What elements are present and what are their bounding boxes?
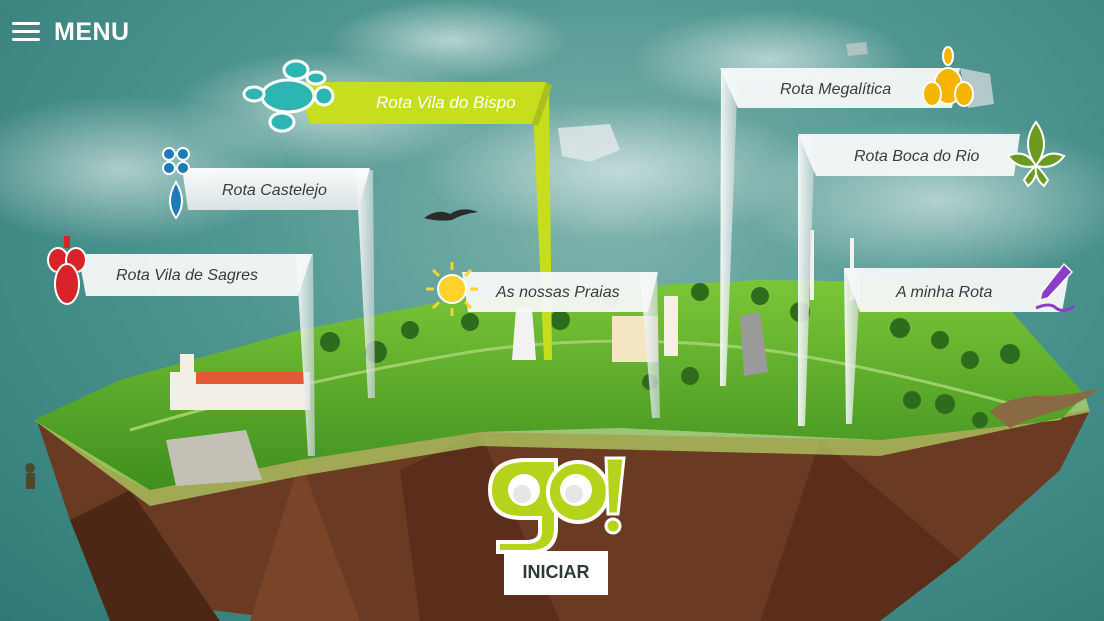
route-panel <box>78 254 312 296</box>
yellow-flower-icon <box>922 46 974 107</box>
floating-rock <box>846 42 868 56</box>
bird <box>424 209 478 221</box>
route-boca-do-rio[interactable]: Rota Boca do Rio <box>798 118 1074 192</box>
turtle-icon <box>242 59 335 133</box>
floating-rock <box>558 124 620 162</box>
green-leaf-icon <box>1006 120 1066 188</box>
route-panel <box>844 268 1070 312</box>
red-flower-icon <box>47 236 87 305</box>
route-label: As nossas Praias <box>496 284 620 301</box>
route-panel <box>296 82 552 126</box>
menu-button[interactable]: MENU <box>12 14 130 50</box>
start-button[interactable]: INICIAR <box>486 456 626 598</box>
route-megalitica[interactable]: Rota Megalítica <box>720 46 980 122</box>
route-panel <box>798 134 1020 176</box>
route-panel <box>720 68 960 108</box>
pen-icon <box>1035 262 1075 313</box>
start-label: INICIAR <box>522 562 590 582</box>
sun-icon <box>426 262 478 316</box>
route-label: Rota Vila do Bispo <box>376 93 516 112</box>
route-label: Rota Megalítica <box>780 81 892 98</box>
go-logo <box>487 456 626 595</box>
route-label: Rota Vila de Sagres <box>116 267 259 284</box>
route-panel <box>182 168 370 210</box>
route-label: Rota Castelejo <box>222 182 327 199</box>
route-vila-de-sagres[interactable]: Rota Vila de Sagres <box>42 234 320 314</box>
hamburger-icon <box>12 21 40 43</box>
route-minha-rota[interactable]: A minha Rota <box>844 258 1080 318</box>
route-label: A minha Rota <box>896 284 993 301</box>
route-label: Rota Boca do Rio <box>854 148 980 165</box>
route-panel <box>462 272 658 312</box>
route-castelejo[interactable]: Rota Castelejo <box>158 146 378 226</box>
menu-label: MENU <box>54 17 130 46</box>
route-vila-do-bispo[interactable]: Rota Vila do Bispo <box>240 56 552 140</box>
route-praias[interactable]: As nossas Praias <box>420 256 666 326</box>
flower-drop-icon <box>162 147 190 220</box>
